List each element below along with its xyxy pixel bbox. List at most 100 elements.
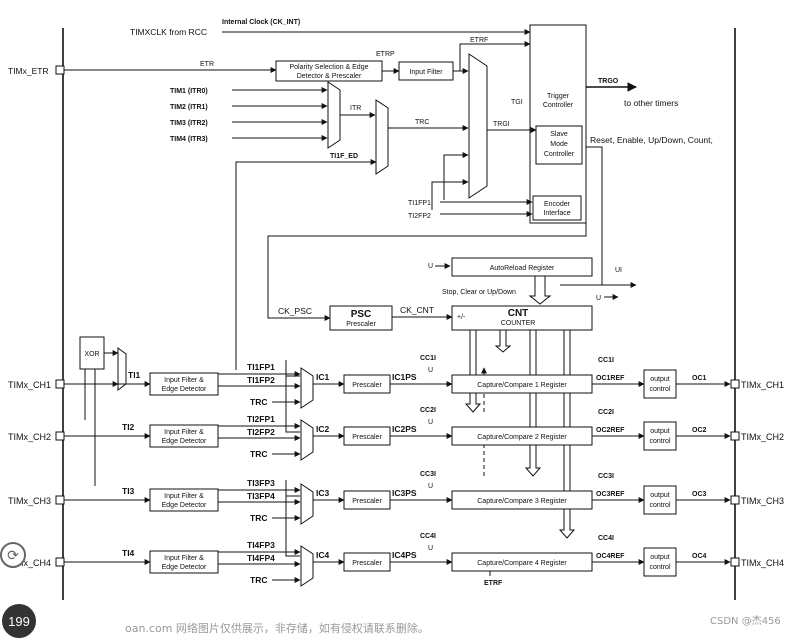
output-line2-3: control — [649, 502, 670, 509]
itr2-label: TIM3 (ITR2) — [170, 120, 208, 127]
output-line2-4: control — [649, 564, 670, 571]
ti-label-4: TI4 — [122, 548, 135, 558]
cci-out-label-2: CC2I — [598, 409, 614, 416]
prescaler-label-3: Prescaler — [352, 498, 382, 505]
icps-label-2: IC2PS — [392, 424, 417, 434]
input-filter-edge-1 — [149, 372, 219, 396]
xor-block — [79, 336, 105, 370]
ck-cnt-label: CK_CNT — [400, 305, 434, 315]
input-pin-2 — [55, 431, 65, 441]
page-number-badge[interactable]: 199 — [2, 604, 36, 638]
cci-out-label-3: CC3I — [598, 473, 614, 480]
input-pin-3 — [55, 495, 65, 505]
oc-label-3: OC3 — [692, 491, 707, 498]
stop-clear-label: Stop, Clear or Up/Down — [442, 289, 516, 296]
ifed-line2-2: Edge Detector — [162, 438, 207, 445]
input-pin-label-4: TIMx_CH4 — [8, 558, 51, 568]
trc-ch-label-4: TRC — [250, 575, 267, 585]
etrf-bottom-label: ETRF — [484, 580, 503, 587]
watermark-text: oan.com 网络图片仅供展示，非存储，如有侵权请联系删除。 — [125, 622, 429, 635]
u-label-4: U — [428, 545, 433, 552]
output-pin-label-2: TIMx_CH2 — [741, 432, 784, 442]
autoreload-label: AutoReload Register — [490, 265, 555, 272]
output-pin-3 — [730, 495, 740, 505]
etr-pin-label: TIMx_ETR — [8, 66, 49, 76]
etrf-label: ETRF — [470, 37, 488, 44]
trgi-mux — [468, 53, 488, 199]
fp-b-label-4: TI4FP4 — [247, 553, 275, 563]
encoder-line1: Encoder — [544, 201, 571, 208]
cc-register-label-1: Capture/Compare 1 Register — [477, 382, 567, 389]
input-pin-4 — [55, 557, 65, 567]
ic-mux-2 — [300, 419, 314, 461]
output-control-3 — [643, 485, 677, 515]
output-control-2 — [643, 421, 677, 451]
itr-label: ITR — [350, 105, 361, 112]
encoder-line2: Interface — [543, 210, 570, 217]
slave-line3: Controller — [544, 151, 575, 158]
page-footer: 199 ⟳ — [0, 542, 803, 638]
cc-register-label-3: Capture/Compare 3 Register — [477, 498, 567, 505]
ti-label-1: TI1 — [128, 370, 141, 380]
ifed-line1-1: Input Filter & — [164, 377, 204, 384]
oc-label-2: OC2 — [692, 427, 707, 434]
fp-a-label-2: TI2FP1 — [247, 414, 275, 424]
input-pin-1 — [55, 379, 65, 389]
ocref-label-4: OC4REF — [596, 553, 625, 560]
slave-line1: Slave — [550, 131, 568, 138]
cnt-label: CNT — [508, 308, 529, 319]
ti2fp2-label: TI2FP2 — [408, 213, 431, 220]
input-filter-label: Input Filter — [409, 69, 443, 76]
output-pin-2 — [730, 431, 740, 441]
itr1-label: TIM2 (ITR1) — [170, 104, 208, 111]
plusminus-label: +/- — [457, 314, 466, 321]
output-line1-1: output — [650, 376, 670, 383]
trgo-label: TRGO — [598, 78, 619, 85]
input-pin-label-2: TIMx_CH2 — [8, 432, 51, 442]
input-filter-edge-3 — [149, 488, 219, 512]
timxclk-label: TIMXCLK from RCC — [130, 27, 207, 37]
ic-mux-3 — [300, 483, 314, 525]
cci-label-1: CC1I — [420, 355, 436, 362]
itr0-label: TIM1 (ITR0) — [170, 88, 208, 95]
psc-block — [329, 305, 393, 331]
ifed-line1-4: Input Filter & — [164, 555, 204, 562]
ocref-label-1: OC1REF — [596, 375, 625, 382]
trc-ch-label-3: TRC — [250, 513, 267, 523]
u-label-3: U — [428, 483, 433, 490]
trigger-line1: Trigger — [547, 93, 570, 100]
psc-label: PSC — [351, 309, 372, 320]
output-pin-label-3: TIMx_CH3 — [741, 496, 784, 506]
trigger-controller-box — [529, 24, 587, 224]
ck-psc-label: CK_PSC — [278, 306, 312, 316]
cnt-sub-label: COUNTER — [501, 320, 536, 327]
cci-label-3: CC3I — [420, 471, 436, 478]
ti-label-2: TI2 — [122, 422, 135, 432]
output-pin-4 — [730, 557, 740, 567]
output-line1-3: output — [650, 492, 670, 499]
trc-label: TRC — [415, 119, 429, 126]
credit-text: CSDN @杰456 — [710, 616, 781, 627]
ic-label-3: IC3 — [316, 488, 330, 498]
itr-mux — [327, 81, 341, 149]
output-pin-label-1: TIMx_CH1 — [741, 380, 784, 390]
back-icon[interactable]: ⟳ — [0, 542, 26, 568]
ic-label-1: IC1 — [316, 372, 330, 382]
output-pin-label-4: TIMx_CH4 — [741, 558, 784, 568]
autoreload-block — [451, 257, 593, 277]
etr-label: ETR — [200, 61, 214, 68]
cnt-block — [451, 305, 593, 331]
cc-register-label-2: Capture/Compare 2 Register — [477, 434, 567, 441]
etrp-label: ETRP — [376, 51, 395, 58]
input-filter-edge-4 — [149, 550, 219, 574]
cci-out-label-4: CC4I — [598, 535, 614, 542]
ti1fp1-label: TI1FP1 — [408, 200, 431, 207]
xor-label: XOR — [84, 351, 99, 358]
icps-label-1: IC1PS — [392, 372, 417, 382]
itr3-label: TIM4 (ITR3) — [170, 136, 208, 143]
ti-label-3: TI3 — [122, 486, 135, 496]
icps-label-3: IC3PS — [392, 488, 417, 498]
ocref-label-2: OC2REF — [596, 427, 625, 434]
icps-label-4: IC4PS — [392, 550, 417, 560]
